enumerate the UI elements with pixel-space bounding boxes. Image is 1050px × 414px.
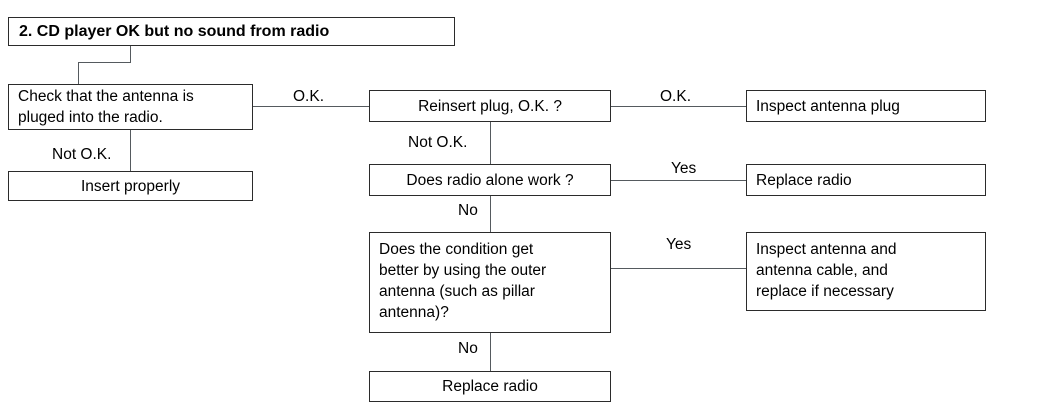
edge-label-check-ok: O.K. [290,88,328,106]
node-replace-radio-right-text: Replace radio [756,171,852,189]
node-insert-properly-text: Insert properly [80,177,181,195]
flowchart-title-box: 2. CD player OK but no sound from radio [8,17,455,46]
node-insert-properly: Insert properly [8,171,253,201]
node-replace-radio-bottom: Replace radio [369,371,611,402]
connector-outer-to-inspect-cable [611,268,746,269]
node-reinsert-plug-text: Reinsert plug, O.K. ? [418,97,562,115]
node-radio-alone-work: Does radio alone work ? [369,164,611,196]
node-outer-antenna-text: Does the condition get better by using t… [379,241,547,321]
connector-check-to-insert [130,130,131,171]
node-radio-alone-work-text: Does radio alone work ? [406,171,574,189]
connector-radio-work-to-replace [611,180,746,181]
connector-title-to-check [78,62,79,84]
connector-reinsert-to-radio-work [490,122,491,164]
node-inspect-antenna-plug: Inspect antenna plug [746,90,986,122]
connector-title-down [130,46,131,63]
node-outer-antenna: Does the condition get better by using t… [369,232,611,333]
connector-radio-work-to-outer [490,196,491,232]
edge-label-radio-yes: Yes [668,160,700,178]
connector-title-left [78,62,131,63]
edge-label-outer-yes: Yes [663,236,695,254]
connector-check-to-reinsert [253,106,369,107]
edge-label-reinsert-ok: O.K. [657,88,695,106]
flowchart-title-text: 2. CD player OK but no sound from radio [19,23,330,40]
node-replace-radio-bottom-text: Replace radio [442,378,538,395]
node-check-antenna: Check that the antenna is pluged into th… [8,84,253,130]
node-replace-radio-right: Replace radio [746,164,986,196]
node-inspect-antenna-plug-text: Inspect antenna plug [756,97,900,115]
edge-label-radio-no: No [455,202,481,220]
edge-label-reinsert-not-ok: Not O.K. [405,134,471,152]
node-inspect-antenna-cable: Inspect antenna and antenna cable, and r… [746,232,986,311]
connector-outer-to-replace [490,333,491,371]
edge-label-check-not-ok: Not O.K. [49,146,115,164]
node-check-antenna-text: Check that the antenna is pluged into th… [18,88,194,126]
connector-reinsert-to-inspect-plug [611,106,746,107]
edge-label-outer-no: No [455,340,481,358]
node-reinsert-plug: Reinsert plug, O.K. ? [369,90,611,122]
node-inspect-antenna-cable-text: Inspect antenna and antenna cable, and r… [756,241,897,300]
